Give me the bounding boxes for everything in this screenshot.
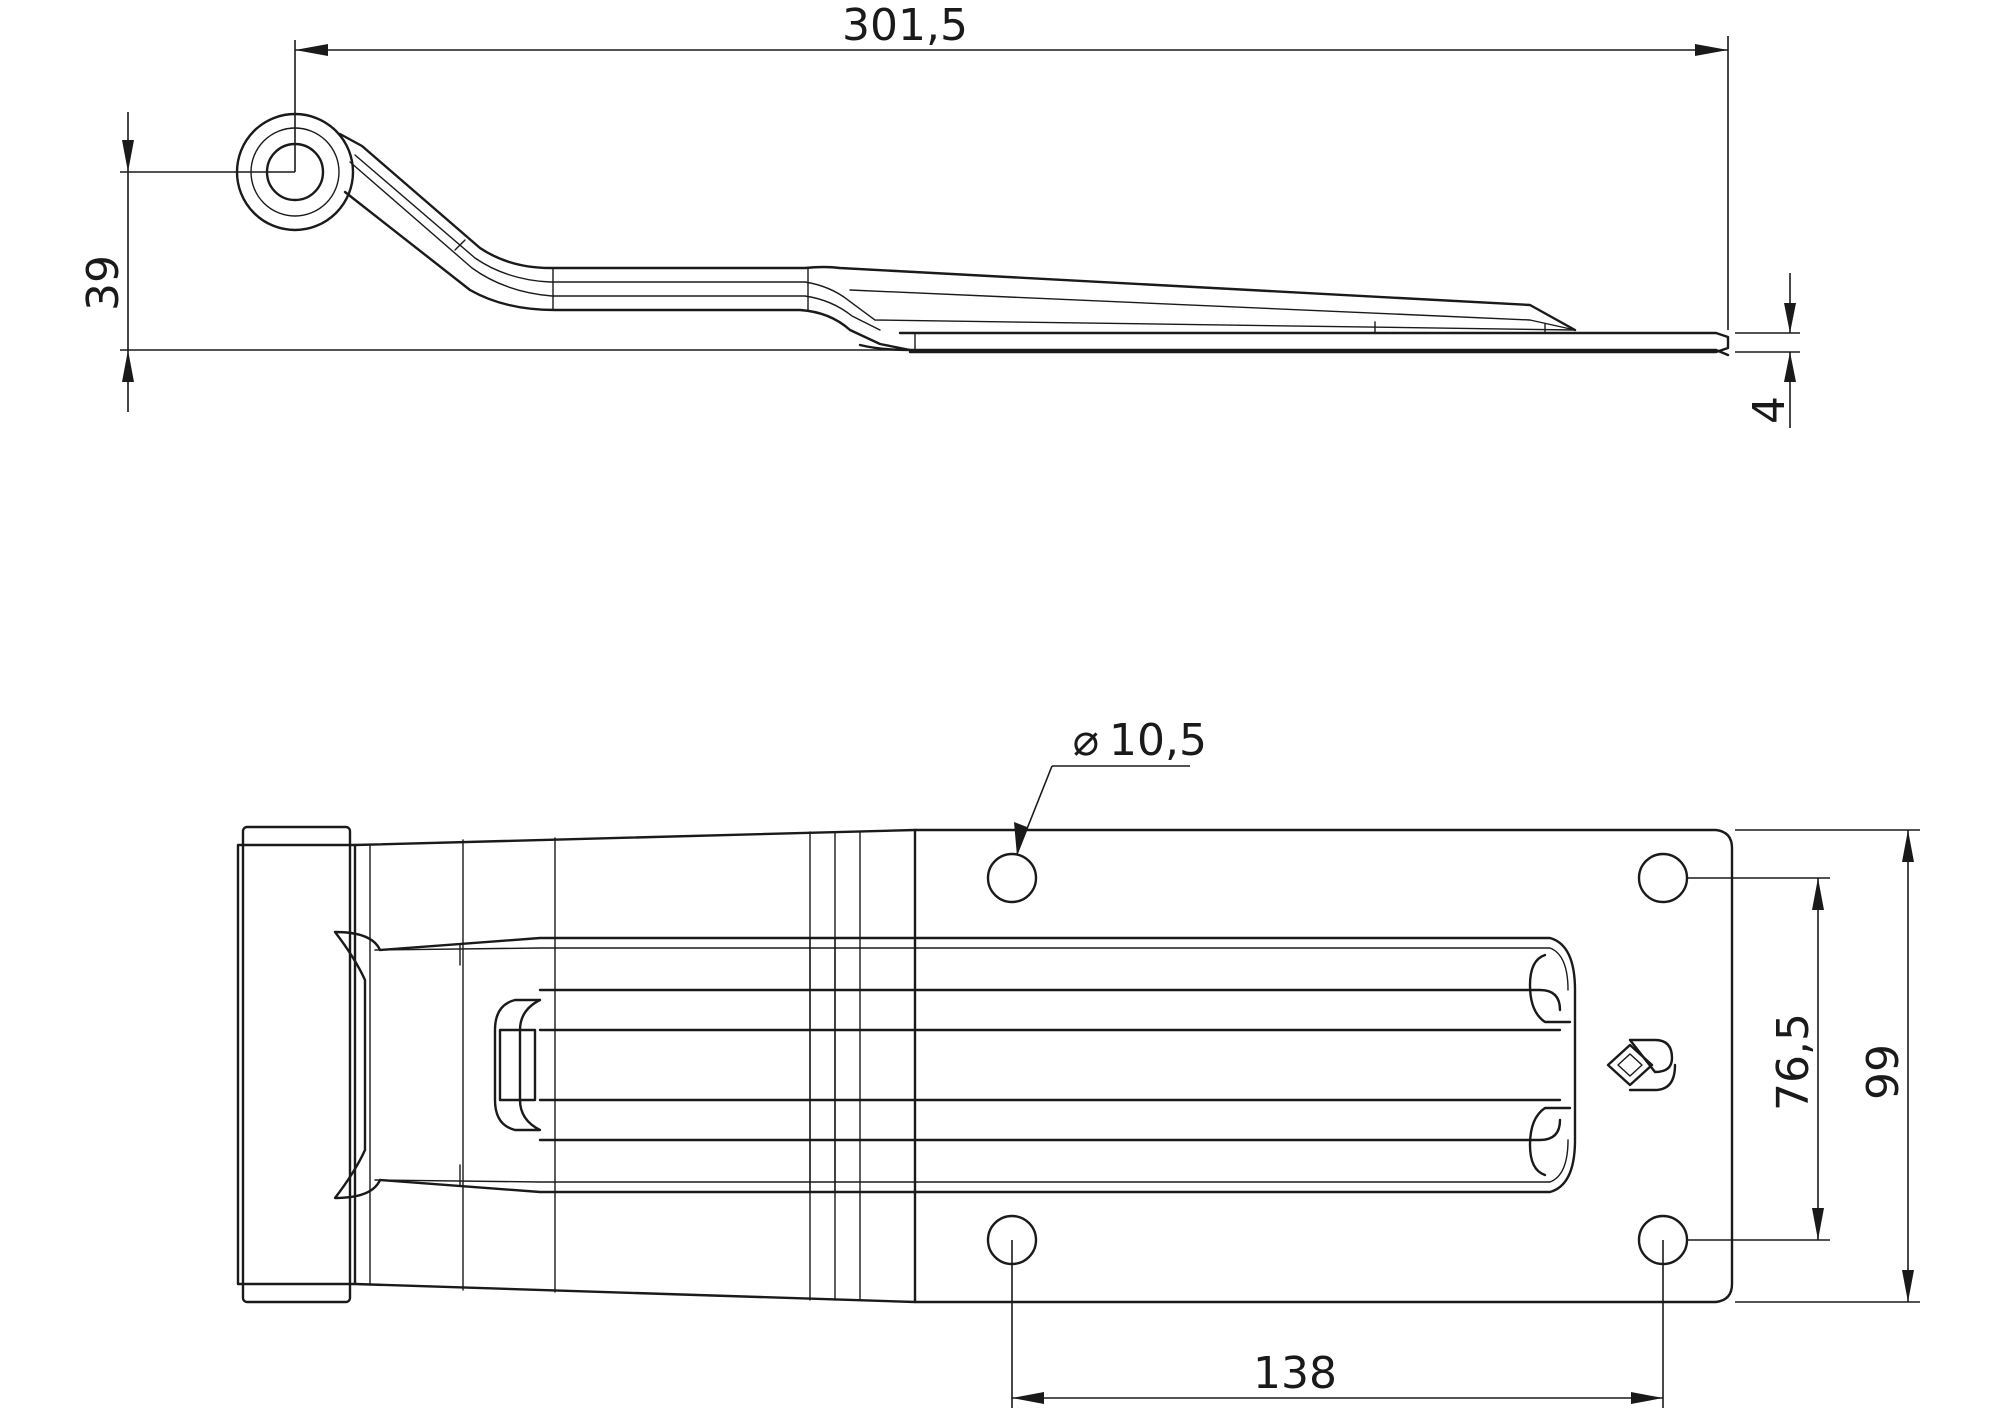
dim-hole-spacing-arrow-bottom — [1812, 1208, 1824, 1240]
dim-width-arrow-bottom — [1902, 1270, 1914, 1302]
dim-thickness-text: 4 — [1744, 396, 1795, 424]
strap-inner-edge — [343, 190, 912, 352]
rib-inner-upper — [374, 947, 1569, 991]
rib-inner-lower — [374, 1139, 1569, 1183]
dim-thickness-arrow-bottom — [1784, 352, 1796, 382]
knuckle-barrel — [241, 825, 352, 1304]
top-view: ⌀ 10,5 76,5 99 138 — [236, 715, 1920, 1408]
dim-width-text: 99 — [1858, 1044, 1909, 1100]
dim-hole-x-arrow-right — [1631, 1392, 1663, 1404]
strap-top-edge — [338, 132, 1577, 332]
rib-tongue-slot — [498, 1028, 537, 1102]
dim-hole-arrow — [1014, 822, 1027, 856]
manufacturer-logo — [1606, 1038, 1677, 1092]
strap-inner-line-2 — [349, 161, 881, 331]
knuckle-barrel-inner — [236, 843, 357, 1286]
strap-outline — [353, 828, 1734, 1304]
rib-tongue — [493, 998, 542, 1132]
dim-length-text: 301,5 — [842, 0, 968, 51]
dim-hole-x-text: 138 — [1253, 1348, 1337, 1399]
rib-end-upper — [1528, 953, 1572, 1024]
strap-inner-line-1 — [354, 154, 1576, 331]
dim-hole-spacing-arrow-top — [1812, 878, 1824, 910]
dim-height-arrow-top — [122, 140, 134, 172]
rib-outer — [333, 930, 1577, 1200]
dim-hole-x-arrow-left — [1012, 1392, 1044, 1404]
dim-hole-spacing-text: 76,5 — [1768, 1013, 1819, 1111]
rib-end-lower — [1528, 1106, 1572, 1177]
mounting-hole-top-right — [1637, 852, 1689, 904]
dim-height-text: 39 — [78, 255, 129, 311]
rib-groove-lower-2 — [538, 1118, 1562, 1142]
side-view: 301,5 39 4 — [78, 0, 1800, 428]
mounting-hole-top-left — [986, 852, 1038, 904]
dim-height-arrow-bottom — [122, 350, 134, 382]
base-plate — [858, 331, 1730, 357]
dim-width-arrow-top — [1902, 830, 1914, 862]
strap-joint-3 — [454, 239, 466, 251]
dim-length-arrow-left — [295, 44, 328, 56]
dim-hole-leader — [1016, 765, 1053, 855]
dim-hole-symbol: ⌀ — [1073, 715, 1100, 766]
dim-length-arrow-right — [1695, 44, 1728, 56]
dim-thickness-arrow-top — [1784, 303, 1796, 333]
rib-groove-upper-1 — [538, 988, 1562, 1012]
strap-taper-line — [849, 289, 1576, 331]
dim-hole-text: 10,5 — [1109, 715, 1207, 766]
